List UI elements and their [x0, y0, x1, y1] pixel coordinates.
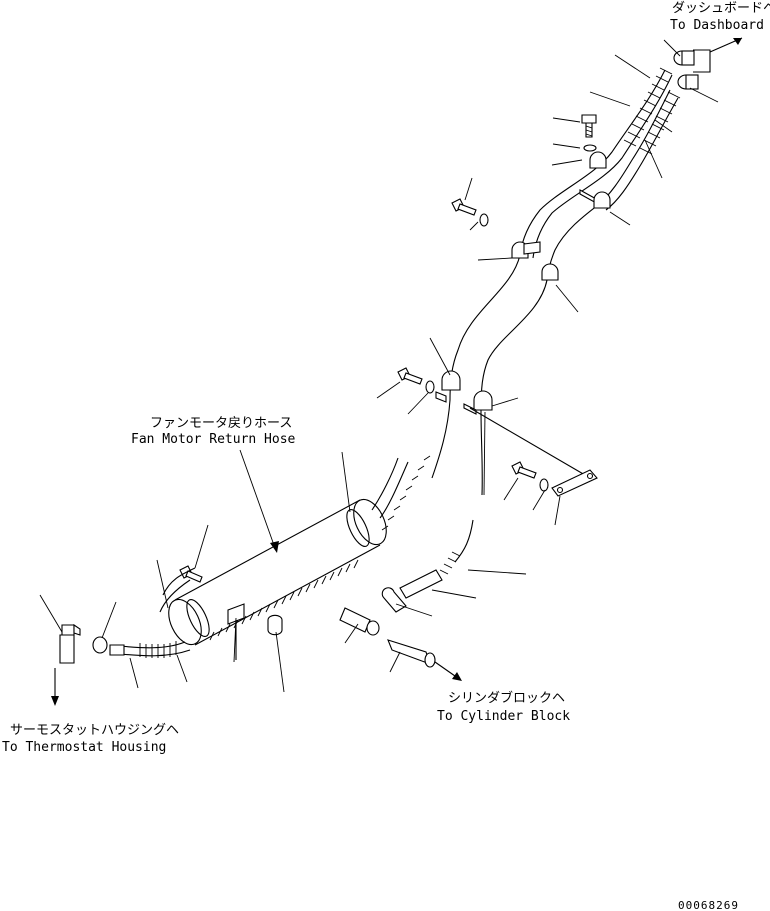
cylinder-label-jp: シリンダブロックヘ	[448, 690, 565, 706]
dashboard-label-en: To Dashboard	[670, 18, 764, 33]
clamp-middle	[511, 241, 559, 281]
bolts	[179, 114, 597, 583]
dashboard-fittings	[673, 37, 743, 90]
thermostat-label-jp: サーモスタットハウジングヘ	[10, 723, 179, 738]
fan-motor-return-hose-sleeve	[159, 455, 431, 660]
dashboard-label-jp: ダッシュボードヘ	[672, 1, 770, 16]
thermostat-end	[51, 623, 191, 706]
spiral-guard-upper	[623, 67, 681, 155]
leader-lines	[39, 39, 719, 693]
cylinder-label-en: To Cylinder Block	[437, 709, 570, 724]
cylinder-block-end	[339, 551, 462, 681]
fan-hose-label-en: Fan Motor Return Hose	[131, 432, 296, 447]
clamp-lower	[435, 370, 586, 476]
thermostat-label-en: To Thermostat Housing	[2, 740, 166, 755]
fan-hose-label-jp: ファンモータ戻りホース	[150, 416, 292, 431]
bracket-plate	[551, 469, 598, 497]
clamp-upper	[579, 151, 611, 209]
drawing-number: 00068269	[678, 899, 739, 911]
